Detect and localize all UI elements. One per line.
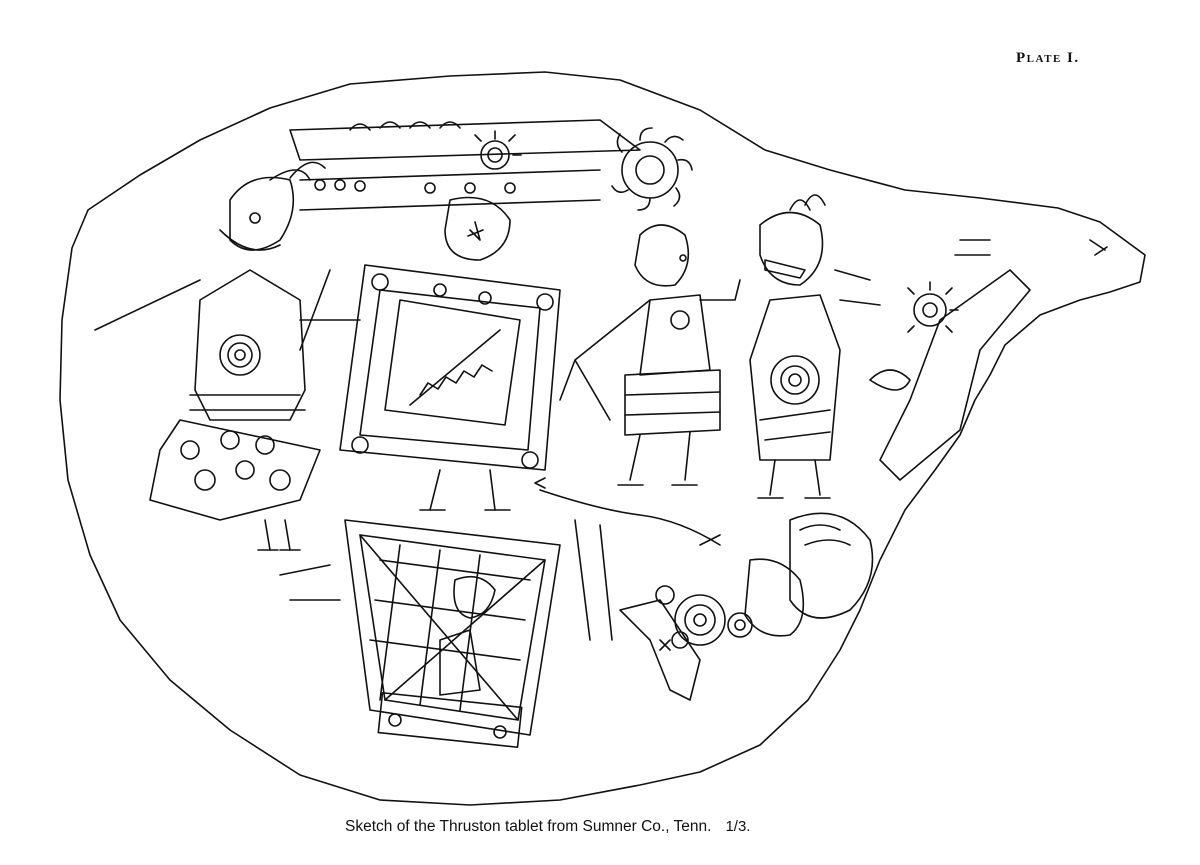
scale-note: 1/3. [725,818,751,835]
tablet-outline [59,71,1146,806]
left-warrior [94,161,361,551]
procession-band [289,119,641,211]
lower-shield [279,519,561,749]
right-figures [559,194,881,499]
caption-text: Sketch of the Thruston tablet from Sumne… [345,818,712,835]
plate-label: Plate I. [1016,50,1080,66]
far-right-figure [869,239,1108,481]
lower-right-warrior [534,477,874,701]
figure-caption: Sketch of the Thruston tablet from Sumne… [345,818,750,836]
sun-symbol [611,127,693,211]
central-shield [339,196,561,511]
